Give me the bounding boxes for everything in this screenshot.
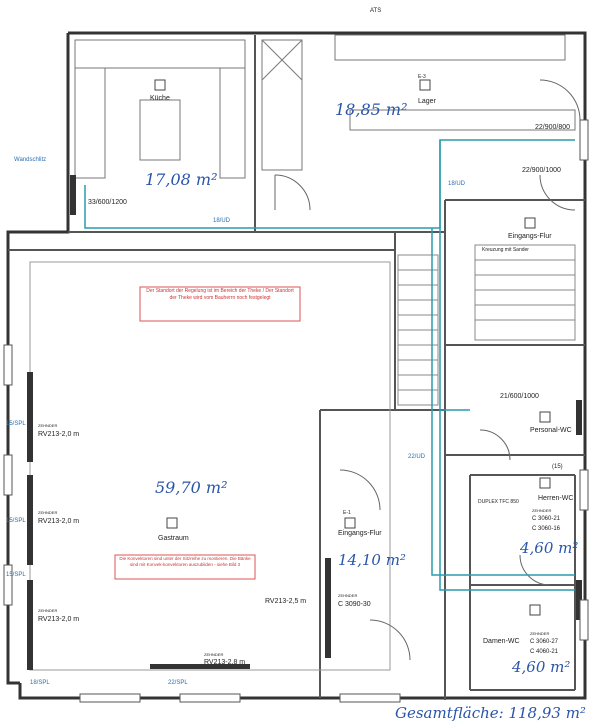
kitchen-furniture	[74, 39, 246, 179]
radiators	[27, 175, 582, 670]
area-herren-wc: 4,60 m²	[519, 539, 578, 557]
c4060-21-label: C 4060-21	[530, 649, 559, 655]
zehnder-3: ZEHNDER	[38, 608, 57, 613]
area-kueche: 17,08 m²	[145, 170, 217, 189]
c3090-label: C 3090-30	[338, 601, 371, 608]
spl-3: 15/SPL	[6, 572, 26, 578]
unit-kueche: 33/600/1200	[88, 199, 127, 206]
room-name-kueche: Küche	[150, 95, 170, 102]
spl-5: 22/SPL	[168, 680, 188, 686]
ud-2: 22/UD	[408, 454, 426, 460]
unit-lager-1: 22/900/800	[535, 124, 570, 131]
red-note-1-wrap: Der Standort der Regelung ist im Bereich…	[146, 288, 294, 301]
room-name-lager: Lager	[418, 98, 437, 105]
room-name-damen-wc: Damen-WC	[483, 638, 520, 645]
spl-1: 15/SPL	[6, 421, 26, 427]
ud-1: 18/UD	[213, 218, 231, 224]
area-gastraum: 59,70 m²	[155, 478, 227, 497]
rv-1: RV213-2,0 m	[38, 431, 79, 438]
room-code-eingangs-flur: E-1	[343, 510, 351, 516]
red-note-2: Die Konvektoren sind unter der Sitzreihe…	[119, 556, 251, 567]
outer-walls	[6, 31, 587, 700]
num-15: (15)	[552, 464, 563, 470]
zehnder-2: ZEHNDER	[38, 510, 57, 515]
spl-2: 15/SPL	[6, 518, 26, 524]
zehnder-herren: ZEHNDER	[532, 508, 551, 513]
c3060-16-label: C 3060-16	[532, 526, 561, 532]
area-lager: 18,85 m²	[335, 100, 407, 119]
rv-2: RV213-2,0 m	[38, 518, 79, 525]
zehnder-5: ZEHNDER	[204, 652, 223, 657]
room-name-herren-wc: Herren-WC	[538, 495, 573, 502]
zehnder-damen: ZEHNDER	[530, 631, 549, 636]
kreuzung-label: Kreuzung mit Sander	[482, 247, 529, 253]
room-name-eingangs-flur-top: Eingangs-Flur	[508, 233, 552, 240]
duplex-label: DUPLEX TFC 850	[478, 499, 519, 505]
zehnder-c3090: ZEHNDER	[338, 593, 357, 598]
c3060-21-label: C 3060-21	[532, 516, 561, 522]
c3060-27-label: C 3060-27	[530, 639, 559, 645]
spl-4: 18/SPL	[30, 680, 50, 686]
unit-flur: 21/600/1000	[500, 393, 539, 400]
room-code-lager: E-3	[418, 74, 426, 80]
room-name-gastraum: Gastraum	[158, 535, 189, 542]
total-area: Gesamtfläche: 118,93 m²	[395, 704, 586, 722]
note-box-2	[114, 554, 256, 580]
room-name-personal-wc: Personal-WC	[530, 427, 572, 434]
room-name-eingangs-flur: Eingangs-Flur	[338, 530, 382, 537]
ud-3: 18/UD	[448, 181, 466, 187]
rv-4: RV213-2,5 m	[265, 598, 306, 605]
windows	[3, 119, 589, 703]
doors	[274, 79, 581, 661]
lager-shelves	[261, 34, 576, 171]
staircase	[397, 244, 576, 406]
rv-3: RV213-2,0 m	[38, 616, 79, 623]
note-box-1	[139, 286, 301, 322]
wandschlitz-label: Wandschlitz	[14, 157, 46, 163]
unit-lager-2: 22/900/1000	[522, 167, 561, 174]
room-markers	[154, 79, 551, 616]
inner-walls	[8, 35, 585, 700]
ventilation-ducts	[84, 139, 575, 591]
red-note-1: Der Standort der Regelung ist im Bereich…	[146, 288, 294, 301]
red-note-2-wrap: Die Konvektoren sind unter der Sitzreihe…	[119, 556, 251, 567]
gastraum-floor	[29, 261, 391, 671]
rv-5: RV213-2,8 m	[204, 659, 245, 666]
area-eingangs-flur: 14,10 m²	[338, 551, 406, 569]
area-damen-wc: 4,60 m²	[511, 658, 570, 676]
zehnder-1: ZEHNDER	[38, 423, 57, 428]
top-label: ATS	[370, 8, 381, 14]
